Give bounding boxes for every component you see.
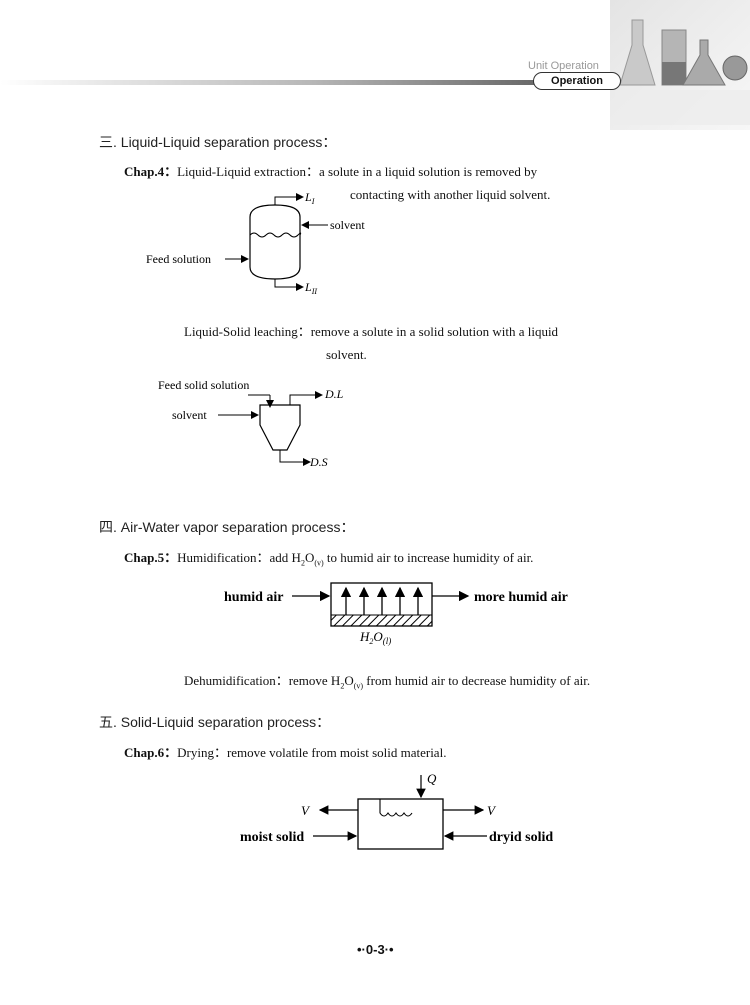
dehumidification-line: Dehumidification：remove H2O(v) from humi…: [184, 673, 591, 691]
section-heading-air-water: 四. Air-Water vapor separation process：: [99, 519, 355, 535]
humidification-line: Chap.5：Humidification：add H2O(v) to humi…: [124, 550, 534, 568]
header-banner: [0, 0, 750, 130]
extraction-line-1: Chap.4：Liquid-Liquid extraction：a solute…: [124, 164, 538, 179]
leach-solvent-label: solvent: [172, 408, 207, 422]
moist-solid-label: moist solid: [240, 830, 304, 845]
extraction-line-2: contacting with another liquid solvent.: [350, 187, 551, 202]
humid-air-label: humid air: [224, 590, 284, 605]
dl-label: D.L: [324, 387, 344, 401]
page-number: •·0-3·•: [357, 942, 394, 957]
dry-solid-label: dryid solid: [489, 830, 553, 845]
more-humid-air-label: more humid air: [474, 590, 568, 605]
leaching-line-1: Liquid-Solid leaching：remove a solute in…: [184, 324, 559, 339]
leaching-vessel: [259, 404, 301, 451]
humidification-diagram: humid air more humid air H2O(l): [224, 582, 568, 646]
extraction-vessel: [249, 204, 301, 280]
section-heading-liquid-liquid: 三. Liquid-Liquid separation process：: [99, 134, 337, 150]
extract-label-bottom: LII: [304, 280, 317, 296]
feed-solid-label: Feed solid solution: [158, 378, 249, 392]
vapor-right-label: V: [487, 803, 497, 818]
heat-q-label: Q: [427, 771, 437, 786]
drying-line: Chap.6：Drying：remove volatile from moist…: [124, 745, 447, 760]
leaching-diagram: Feed solid solution solvent D.L D.S: [158, 378, 344, 469]
dryer-box: [357, 798, 444, 850]
extraction-column-diagram: LI solvent Feed solution LII: [146, 190, 365, 296]
water-liquid-label: H2O(l): [359, 629, 391, 646]
leaching-line-2: solvent.: [326, 347, 367, 362]
course-title: Unit Operation: [528, 60, 599, 72]
ds-label: D.S: [309, 455, 328, 469]
section-heading-solid-liquid: 五. Solid-Liquid separation process：: [99, 714, 331, 730]
solvent-label: solvent: [330, 218, 365, 232]
chapter-tab: Operation: [533, 72, 621, 90]
feed-solution-label: Feed solution: [146, 252, 211, 266]
dryer-diagram: Q V V moist solid dryid solid: [240, 771, 553, 850]
raffinate-label-top: LI: [304, 190, 315, 206]
vapor-left-label: V: [301, 803, 311, 818]
